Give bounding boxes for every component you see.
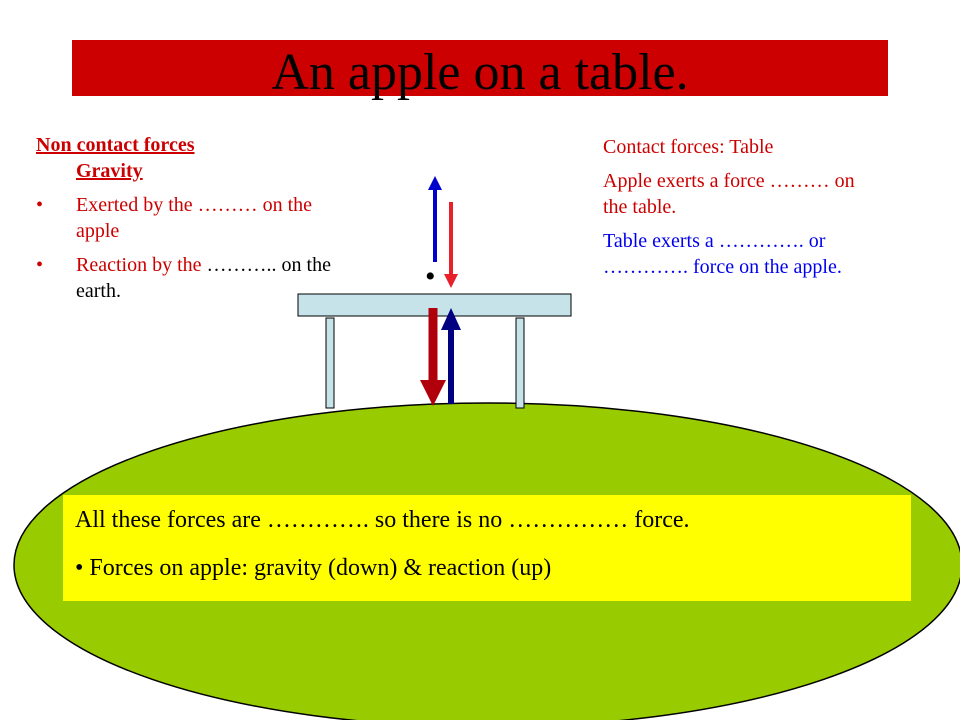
slide-title: An apple on a table. [271,44,689,101]
non-contact-heading: Non contact forces Gravity [36,132,336,184]
reaction-up-arrow [428,176,442,262]
summary-bullet-text: Forces on apple: gravity (down) & reacti… [89,555,552,581]
reaction-text-red: Reaction by the [76,254,202,276]
apple-force-text: Apple exerts a force ……… on the table. [603,170,855,218]
summary-box: All these forces are …………. so there is n… [63,495,911,601]
reaction-bullet: Reaction by the ……….. on the earth. [36,252,336,304]
non-contact-forces-section: Non contact forces Gravity Exerted by th… [36,132,336,304]
table-leg-right [515,317,525,409]
table-leg-left [325,317,335,409]
summary-bullet: • Forces on apple: gravity (down) & reac… [75,555,551,582]
contact-forces-section: Contact forces: Table Apple exerts a for… [603,134,873,288]
apple-dot: • [425,260,436,293]
bullet-icon: • [75,555,90,581]
table-force-text: Table exerts a …………. or …………. force on t… [603,230,842,278]
earth-up-arrow [441,308,461,404]
gravity-label: Gravity [76,160,143,182]
reaction-text-black: ……….. on the earth. [76,254,331,302]
title-bar [72,40,888,96]
earth-down-arrow [420,308,446,406]
gravity-down-arrow-small [444,202,458,288]
non-contact-label: Non contact forces [36,134,195,156]
contact-heading: Contact forces: Table [603,136,774,158]
gravity-exerted-text: Exerted by the ……… on the apple [76,194,313,242]
summary-line: All these forces are …………. so there is n… [75,507,690,533]
gravity-exerted-bullet: Exerted by the ……… on the apple [36,192,336,244]
